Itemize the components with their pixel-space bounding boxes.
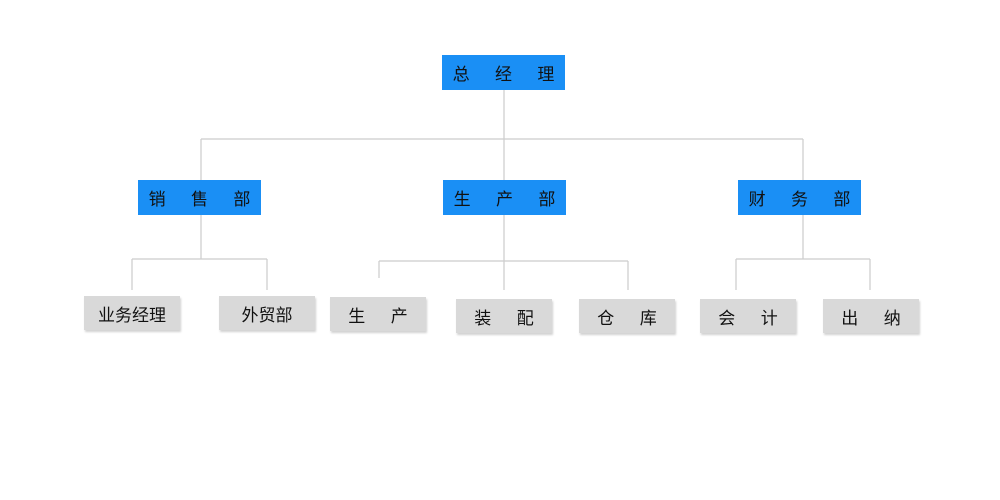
node-general-manager: 总 经 理	[442, 55, 565, 90]
node-warehouse: 仓 库	[579, 299, 675, 333]
node-foreign-trade: 外贸部	[219, 296, 315, 330]
node-produce: 生 产	[330, 297, 426, 331]
node-accounting: 会 计	[700, 299, 796, 333]
node-sales-department: 销 售 部	[138, 180, 261, 215]
node-production-department: 生 产 部	[443, 180, 566, 215]
node-assembly: 装 配	[456, 299, 552, 333]
node-finance-department: 财 务 部	[738, 180, 861, 215]
node-business-manager: 业务经理	[84, 296, 180, 330]
node-cashier: 出 纳	[823, 299, 919, 333]
